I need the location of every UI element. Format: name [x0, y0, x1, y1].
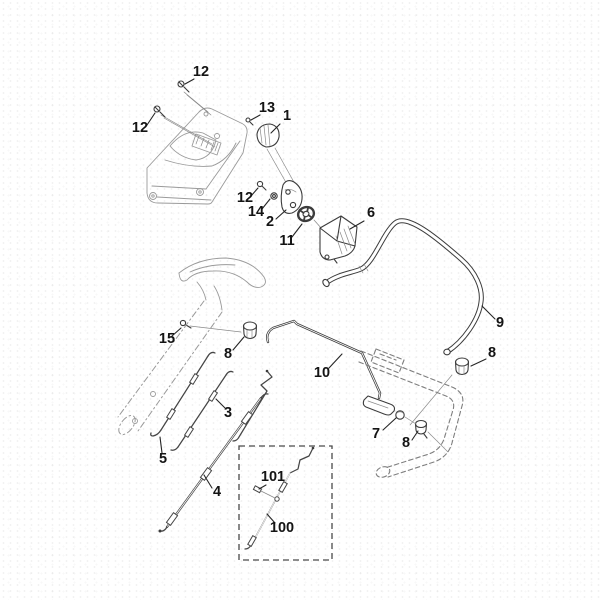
cable-part-5: [150, 351, 216, 437]
callout-leader-11: [291, 223, 303, 238]
screw-15: [179, 319, 192, 329]
callout-label-8b: 8: [488, 345, 496, 361]
callout-label-8a: 8: [224, 346, 232, 362]
callout-leader-4: [203, 474, 213, 489]
callout-label-6: 6: [367, 205, 375, 221]
callout-label-100: 100: [270, 520, 294, 536]
callout-label-12b: 12: [132, 120, 148, 136]
callout-label-9: 9: [496, 315, 504, 331]
console-panel: [146, 91, 248, 205]
callout-label-1: 1: [283, 108, 291, 124]
callout-leader-14: [261, 198, 271, 210]
lever-part-2: [280, 179, 303, 214]
callout-leader-2: [275, 209, 287, 220]
callout-label-11: 11: [279, 233, 294, 249]
callout-label-7: 7: [372, 426, 380, 442]
screw-13: [245, 117, 254, 126]
callout-leader-8a: [232, 336, 245, 351]
screw-12-left: [153, 105, 166, 118]
callout-leader-100: [266, 513, 276, 524]
callout-leader-1: [270, 123, 281, 134]
callout-leader-9: [481, 305, 496, 320]
cap-part-1: [256, 123, 296, 187]
cable-part-4: [158, 393, 269, 533]
callout-leader-12b: [146, 112, 156, 126]
rod-part-10: [265, 319, 396, 416]
callout-label-12a: 12: [193, 64, 209, 80]
callout-leader-8b: [470, 358, 487, 367]
callout-leader-13: [250, 114, 261, 121]
lower-handlebar-dashed: [358, 348, 464, 478]
detail-box: [238, 445, 333, 561]
callout-label-15: 15: [159, 331, 175, 347]
callout-label-14: 14: [248, 204, 264, 220]
callout-leader-8c: [411, 430, 419, 441]
callout-label-5: 5: [159, 451, 167, 467]
callout-label-13: 13: [259, 100, 275, 116]
callout-label-101: 101: [261, 469, 285, 485]
callout-leader-15: [171, 327, 182, 337]
knob-8-right: [454, 357, 470, 376]
callout-label-12c: 12: [237, 190, 253, 206]
screw-12-mid: [256, 180, 267, 191]
upper-handle-grip: [178, 257, 266, 311]
clip-8-bottom: [414, 419, 428, 439]
callout-label-10: 10: [314, 365, 330, 381]
cable-part-3: [170, 370, 234, 451]
callout-leader-6: [349, 220, 365, 230]
handle-shaft-phantom: [117, 300, 223, 435]
callout-label-4: 4: [213, 484, 221, 500]
cable-z-bend: [232, 369, 273, 442]
screw-12-top: [177, 80, 190, 93]
knob-8-left: [242, 321, 258, 340]
callout-label-8c: 8: [402, 435, 410, 451]
callout-leader-10: [328, 353, 343, 369]
knob-part-7: [395, 410, 405, 420]
callout-leader-12c: [250, 187, 259, 197]
fitting-part-101: [252, 485, 276, 499]
callout-leader-5: [159, 436, 163, 454]
axis-lines-lower-right: [189, 325, 453, 453]
callout-leader-3: [215, 398, 226, 409]
callout-leader-12a: [184, 78, 195, 85]
disc-part-11: [296, 205, 316, 223]
washer-part-14: [270, 192, 278, 200]
callout-leader-101: [258, 484, 267, 490]
callout-leader-7: [382, 417, 397, 431]
bow-tube-part-9: [322, 218, 484, 356]
housing-part-6: [319, 215, 358, 264]
callout-label-3: 3: [224, 405, 232, 421]
cable-part-100: [244, 446, 315, 550]
console-hatch-strip: [191, 133, 222, 156]
callout-label-2: 2: [266, 214, 274, 230]
